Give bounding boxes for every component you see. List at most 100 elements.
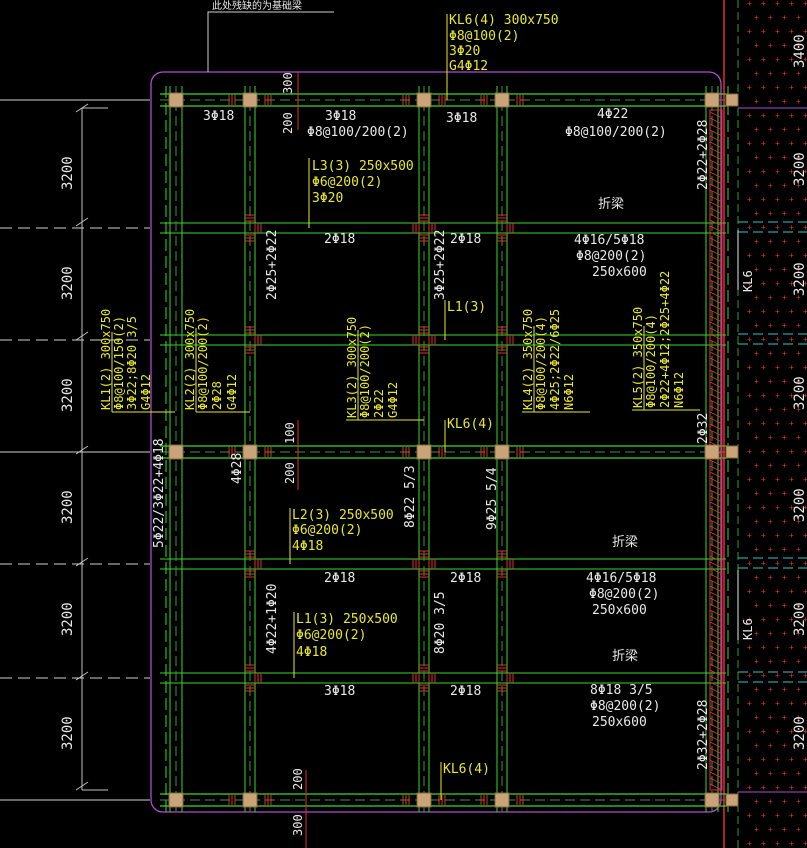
edge-hatch-line <box>709 153 723 161</box>
hatch-mark: + <box>768 629 773 638</box>
hatch-mark: + <box>775 811 780 820</box>
hatch-mark: + <box>803 671 807 680</box>
svg-text:2Φ32+2Φ28: 2Φ32+2Φ28 <box>696 700 711 770</box>
svg-text:3Φ18: 3Φ18 <box>446 111 477 126</box>
hatch-mark: + <box>796 13 801 22</box>
edge-hatch-line <box>709 423 723 431</box>
edge-hatch-line <box>709 765 723 773</box>
hatch-mark: + <box>796 125 801 134</box>
column <box>704 444 720 460</box>
svg-text:300: 300 <box>291 814 305 836</box>
hatch-mark: + <box>789 0 794 8</box>
hatch-mark: + <box>747 475 752 484</box>
hatch-mark: + <box>789 559 794 568</box>
hatch-mark: + <box>754 125 759 134</box>
hatch-mark: + <box>775 0 780 8</box>
hatch-mark: + <box>775 251 780 260</box>
edge-hatch-line <box>709 171 723 179</box>
column <box>168 792 184 808</box>
edge-hatch-line <box>709 111 723 119</box>
edge-hatch-line <box>709 243 723 251</box>
svg-text:Φ8@200(2): Φ8@200(2) <box>589 587 659 602</box>
hatch-mark: + <box>803 167 807 176</box>
hatch-mark: + <box>761 755 766 764</box>
hatch-mark: + <box>803 783 807 792</box>
svg-text:250x600: 250x600 <box>592 265 647 280</box>
hatch-mark: + <box>803 139 807 148</box>
hatch-mark: + <box>775 139 780 148</box>
hatch-mark: + <box>789 643 794 652</box>
hatch-mark: + <box>761 167 766 176</box>
hatch-mark: + <box>782 825 787 834</box>
edge-hatch-line <box>709 501 723 509</box>
edge-hatch-line <box>709 513 723 521</box>
hatch-mark: + <box>796 209 801 218</box>
column <box>242 92 258 108</box>
hatch-mark: + <box>775 727 780 736</box>
hatch-mark: + <box>754 433 759 442</box>
edge-hatch-line <box>709 219 723 227</box>
svg-text:2Φ18: 2Φ18 <box>450 232 481 247</box>
hatch-mark: + <box>796 265 801 274</box>
svg-text:3Φ25+2Φ22: 3Φ25+2Φ22 <box>433 230 448 300</box>
edge-hatch-line <box>709 123 723 131</box>
svg-text:Φ8@200(2): Φ8@200(2) <box>576 249 646 264</box>
hatch-mark: + <box>768 209 773 218</box>
hatch-mark: + <box>796 797 801 806</box>
grid-axis-lines <box>0 99 150 801</box>
hatch-mark: + <box>775 475 780 484</box>
hatch-mark: + <box>754 237 759 246</box>
hatch-mark: + <box>761 671 766 680</box>
hatch-mark: + <box>775 391 780 400</box>
hatch-mark: + <box>796 461 801 470</box>
hatch-mark: + <box>789 307 794 316</box>
hatch-mark: + <box>761 559 766 568</box>
edge-hatch-line <box>709 117 723 125</box>
edge-hatch-line <box>709 291 723 299</box>
hatch-mark: + <box>796 601 801 610</box>
hatch-mark: + <box>803 27 807 36</box>
hatch-mark: + <box>754 797 759 806</box>
svg-text:G4Φ12: G4Φ12 <box>449 59 488 74</box>
hatch-mark: + <box>782 685 787 694</box>
edge-hatch-line <box>709 339 723 347</box>
hatch-mark: + <box>754 349 759 358</box>
hatch-mark: + <box>754 769 759 778</box>
edge-hatch-line <box>709 621 723 629</box>
edge-hatch-line <box>709 675 723 683</box>
hatch-mark: + <box>768 153 773 162</box>
svg-text:3200: 3200 <box>792 716 807 750</box>
rebar-labels: 3Φ18 3Φ18 3Φ18 4Φ22 Φ8@100/200(2) Φ8@100… <box>152 107 711 770</box>
edge-hatch-line <box>709 537 723 545</box>
hatch-mark: + <box>789 811 794 820</box>
svg-text:Φ8@200(2): Φ8@200(2) <box>590 699 660 714</box>
hatch-mark: + <box>796 153 801 162</box>
hatch-mark: + <box>789 251 794 260</box>
svg-text:N6Φ12: N6Φ12 <box>672 372 686 408</box>
hatch-mark: + <box>761 223 766 232</box>
edge-hatch-line <box>709 213 723 221</box>
slab-boundary <box>150 71 722 813</box>
hatch-mark: + <box>768 713 773 722</box>
svg-text:4Φ18: 4Φ18 <box>296 645 327 660</box>
edge-hatch-line <box>709 525 723 533</box>
hatch-mark: + <box>747 279 752 288</box>
hatch-mark: + <box>803 223 807 232</box>
edge-hatch-line <box>709 519 723 527</box>
svg-text:KL6: KL6 <box>741 618 755 640</box>
svg-text:3200: 3200 <box>792 152 807 186</box>
svg-text:Φ6@200(2): Φ6@200(2) <box>312 175 382 190</box>
hatch-mark: + <box>775 615 780 624</box>
edge-hatch-line <box>709 651 723 659</box>
edge-hatch-line <box>709 249 723 257</box>
cut-labels: 折梁 折梁 折梁 <box>598 197 638 664</box>
span-label: 3200 <box>60 602 76 636</box>
support-tick-marks <box>228 95 524 805</box>
left-dimension-chain <box>75 103 108 791</box>
hatch-mark: + <box>789 839 794 848</box>
hatch-mark: + <box>782 545 787 554</box>
hatch-mark: + <box>768 489 773 498</box>
hatch-mark: + <box>789 195 794 204</box>
hatch-mark: + <box>782 713 787 722</box>
